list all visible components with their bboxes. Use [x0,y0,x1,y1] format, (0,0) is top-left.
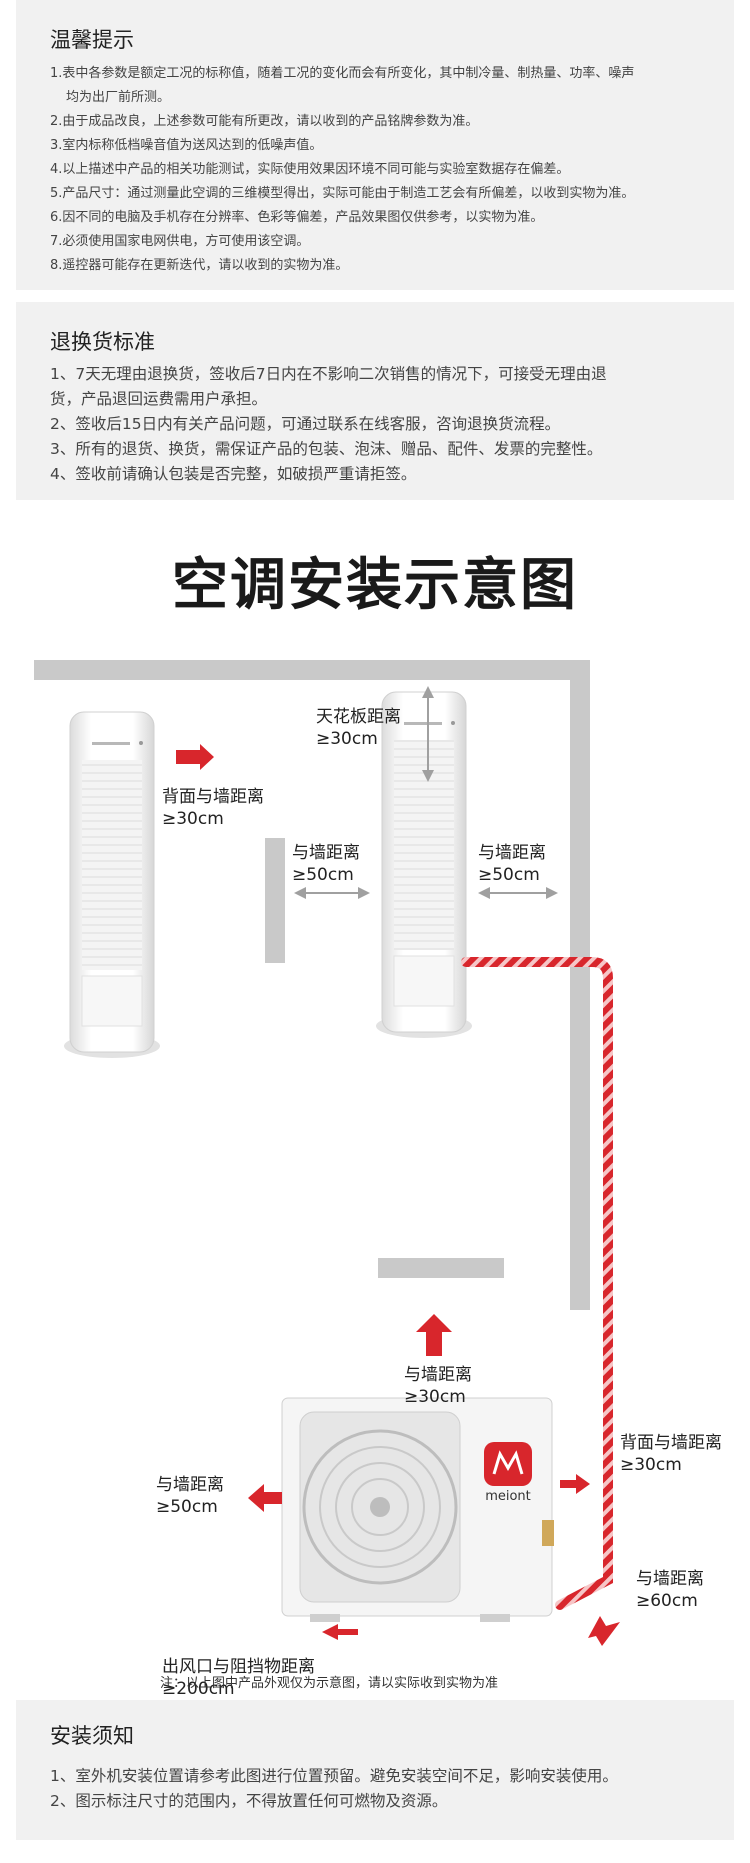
side-right-label: 与墙距离 [478,843,546,863]
install-title: 安装须知 [50,1724,134,1748]
outdoor-top-label: 与墙距离 [404,1365,472,1385]
outdoor-left-label: 与墙距离 [156,1475,224,1495]
tips-item: 3.室内标称低档噪音值为送风达到的低噪声值。 [50,138,323,153]
tips-item: 7.必须使用国家电网供电，方可使用该空调。 [50,234,310,249]
tips-item: 均为出厂前所测。 [66,90,171,105]
side-left-value: ≥50cm [292,865,354,885]
refrigerant-pipe [461,957,613,1610]
tips-title: 温馨提示 [50,28,134,52]
outlet-arrow [322,1624,358,1640]
indoor-unit-right [376,691,472,1038]
outdoor-back-value: ≥30cm [620,1455,682,1475]
returns-item: 2、签收后15日内有关产品问题，可通过联系在线客服，咨询退换货流程。 [50,415,561,433]
partition-wall [265,838,285,963]
install-panel: 安装须知 1、室外机安装位置请参考此图进行位置预留。避免安装空间不足，影响安装使… [16,1700,734,1840]
ceiling-distance-value: ≥30cm [316,729,378,749]
outdoor-right-arrow [588,1616,620,1646]
returns-title: 退换货标准 [50,330,155,354]
outdoor-right-label: 与墙距离 [636,1569,704,1589]
returns-item: 1、7天无理由退换货，签收后7日内在不影响二次销售的情况下，可接受无理由退 [50,365,607,383]
tips-item: 6.因不同的电脑及手机存在分辨率、色彩等偏差，产品效果图仅供参考，以实物为准。 [50,210,544,225]
back-distance-value: ≥30cm [162,809,224,829]
ceiling-distance-label: 天花板距离 [316,707,401,727]
tips-item: 1.表中各参数是额定工况的标称值，随着工况的变化而会有所变化，其中制冷量、制热量… [50,66,635,81]
returns-item: 4、签收前请确认包装是否完整，如破损严重请拒签。 [50,465,417,483]
side-left-label: 与墙距离 [292,843,360,863]
back-distance-label: 背面与墙距离 [162,787,264,807]
side-right-value: ≥50cm [478,865,540,885]
tips-list: 1.表中各参数是额定工况的标称值，随着工况的变化而会有所变化，其中制冷量、制热量… [50,62,710,278]
outdoor-top-arrow [416,1314,452,1356]
outlet-distance-value: ≥200cm [162,1679,235,1699]
diagram-note: 注：以上图中产品外观仅为示意图，请以实际收到实物为准 [160,1676,499,1691]
diagram-title: 空调安装示意图 [172,553,578,618]
tips-item: 4.以上描述中产品的相关功能测试，实际使用效果因环境不同可能与实验室数据存在偏差… [50,162,570,177]
installation-diagram: meiont 天花板距离 ≥30cm 背面与墙距离 ≥30cm 与墙距离 ≥50… [34,660,722,1699]
floor-block [378,1258,504,1278]
outlet-distance-label: 出风口与阻挡物距离 [162,1657,315,1677]
install-list: 1、室外机安装位置请参考此图进行位置预留。避免安装空间不足，影响安装使用。 2、… [50,1764,710,1814]
outdoor-top-value: ≥30cm [404,1387,466,1407]
side-arrow-left [294,887,370,899]
indoor-unit-left [64,711,160,1058]
brand-logo-text: meiont [485,1489,531,1504]
tips-item: 2.由于成品改良，上述参数可能有所更改，请以收到的产品铭牌参数为准。 [50,114,479,129]
returns-item: 3、所有的退货、换货，需保证产品的包装、泡沫、赠品、配件、发票的完整性。 [50,440,603,458]
tips-item: 8.遥控器可能存在更新迭代，请以收到的实物为准。 [50,258,349,273]
side-arrow-right [478,887,558,899]
outdoor-back-label: 背面与墙距离 [620,1433,722,1453]
wall-outline [34,660,590,1310]
tips-item: 5.产品尺寸：通过测量此空调的三维模型得出，实际可能由于制造工艺会有所偏差，以收… [50,186,635,201]
install-item: 1、室外机安装位置请参考此图进行位置预留。避免安装空间不足，影响安装使用。 [50,1767,618,1785]
returns-list: 1、7天无理由退换货，签收后7日内在不影响二次销售的情况下，可接受无理由退 货，… [50,362,710,487]
outdoor-right-value: ≥60cm [636,1591,698,1611]
outdoor-unit [281,1397,554,1622]
ceiling-arrow [422,686,434,782]
outdoor-back-arrow [560,1474,590,1494]
outdoor-left-arrow [248,1484,282,1512]
install-item: 2、图示标注尺寸的范围内，不得放置任何可燃物及资源。 [50,1792,448,1810]
tips-panel: 温馨提示 1.表中各参数是额定工况的标称值，随着工况的变化而会有所变化，其中制冷… [16,0,734,290]
brand-logo: meiont [484,1442,532,1504]
returns-panel: 退换货标准 1、7天无理由退换货，签收后7日内在不影响二次销售的情况下，可接受无… [16,302,734,500]
outdoor-left-value: ≥50cm [156,1497,218,1517]
back-arrow [176,744,214,770]
returns-item: 货，产品退回运费需用户承担。 [50,390,268,408]
